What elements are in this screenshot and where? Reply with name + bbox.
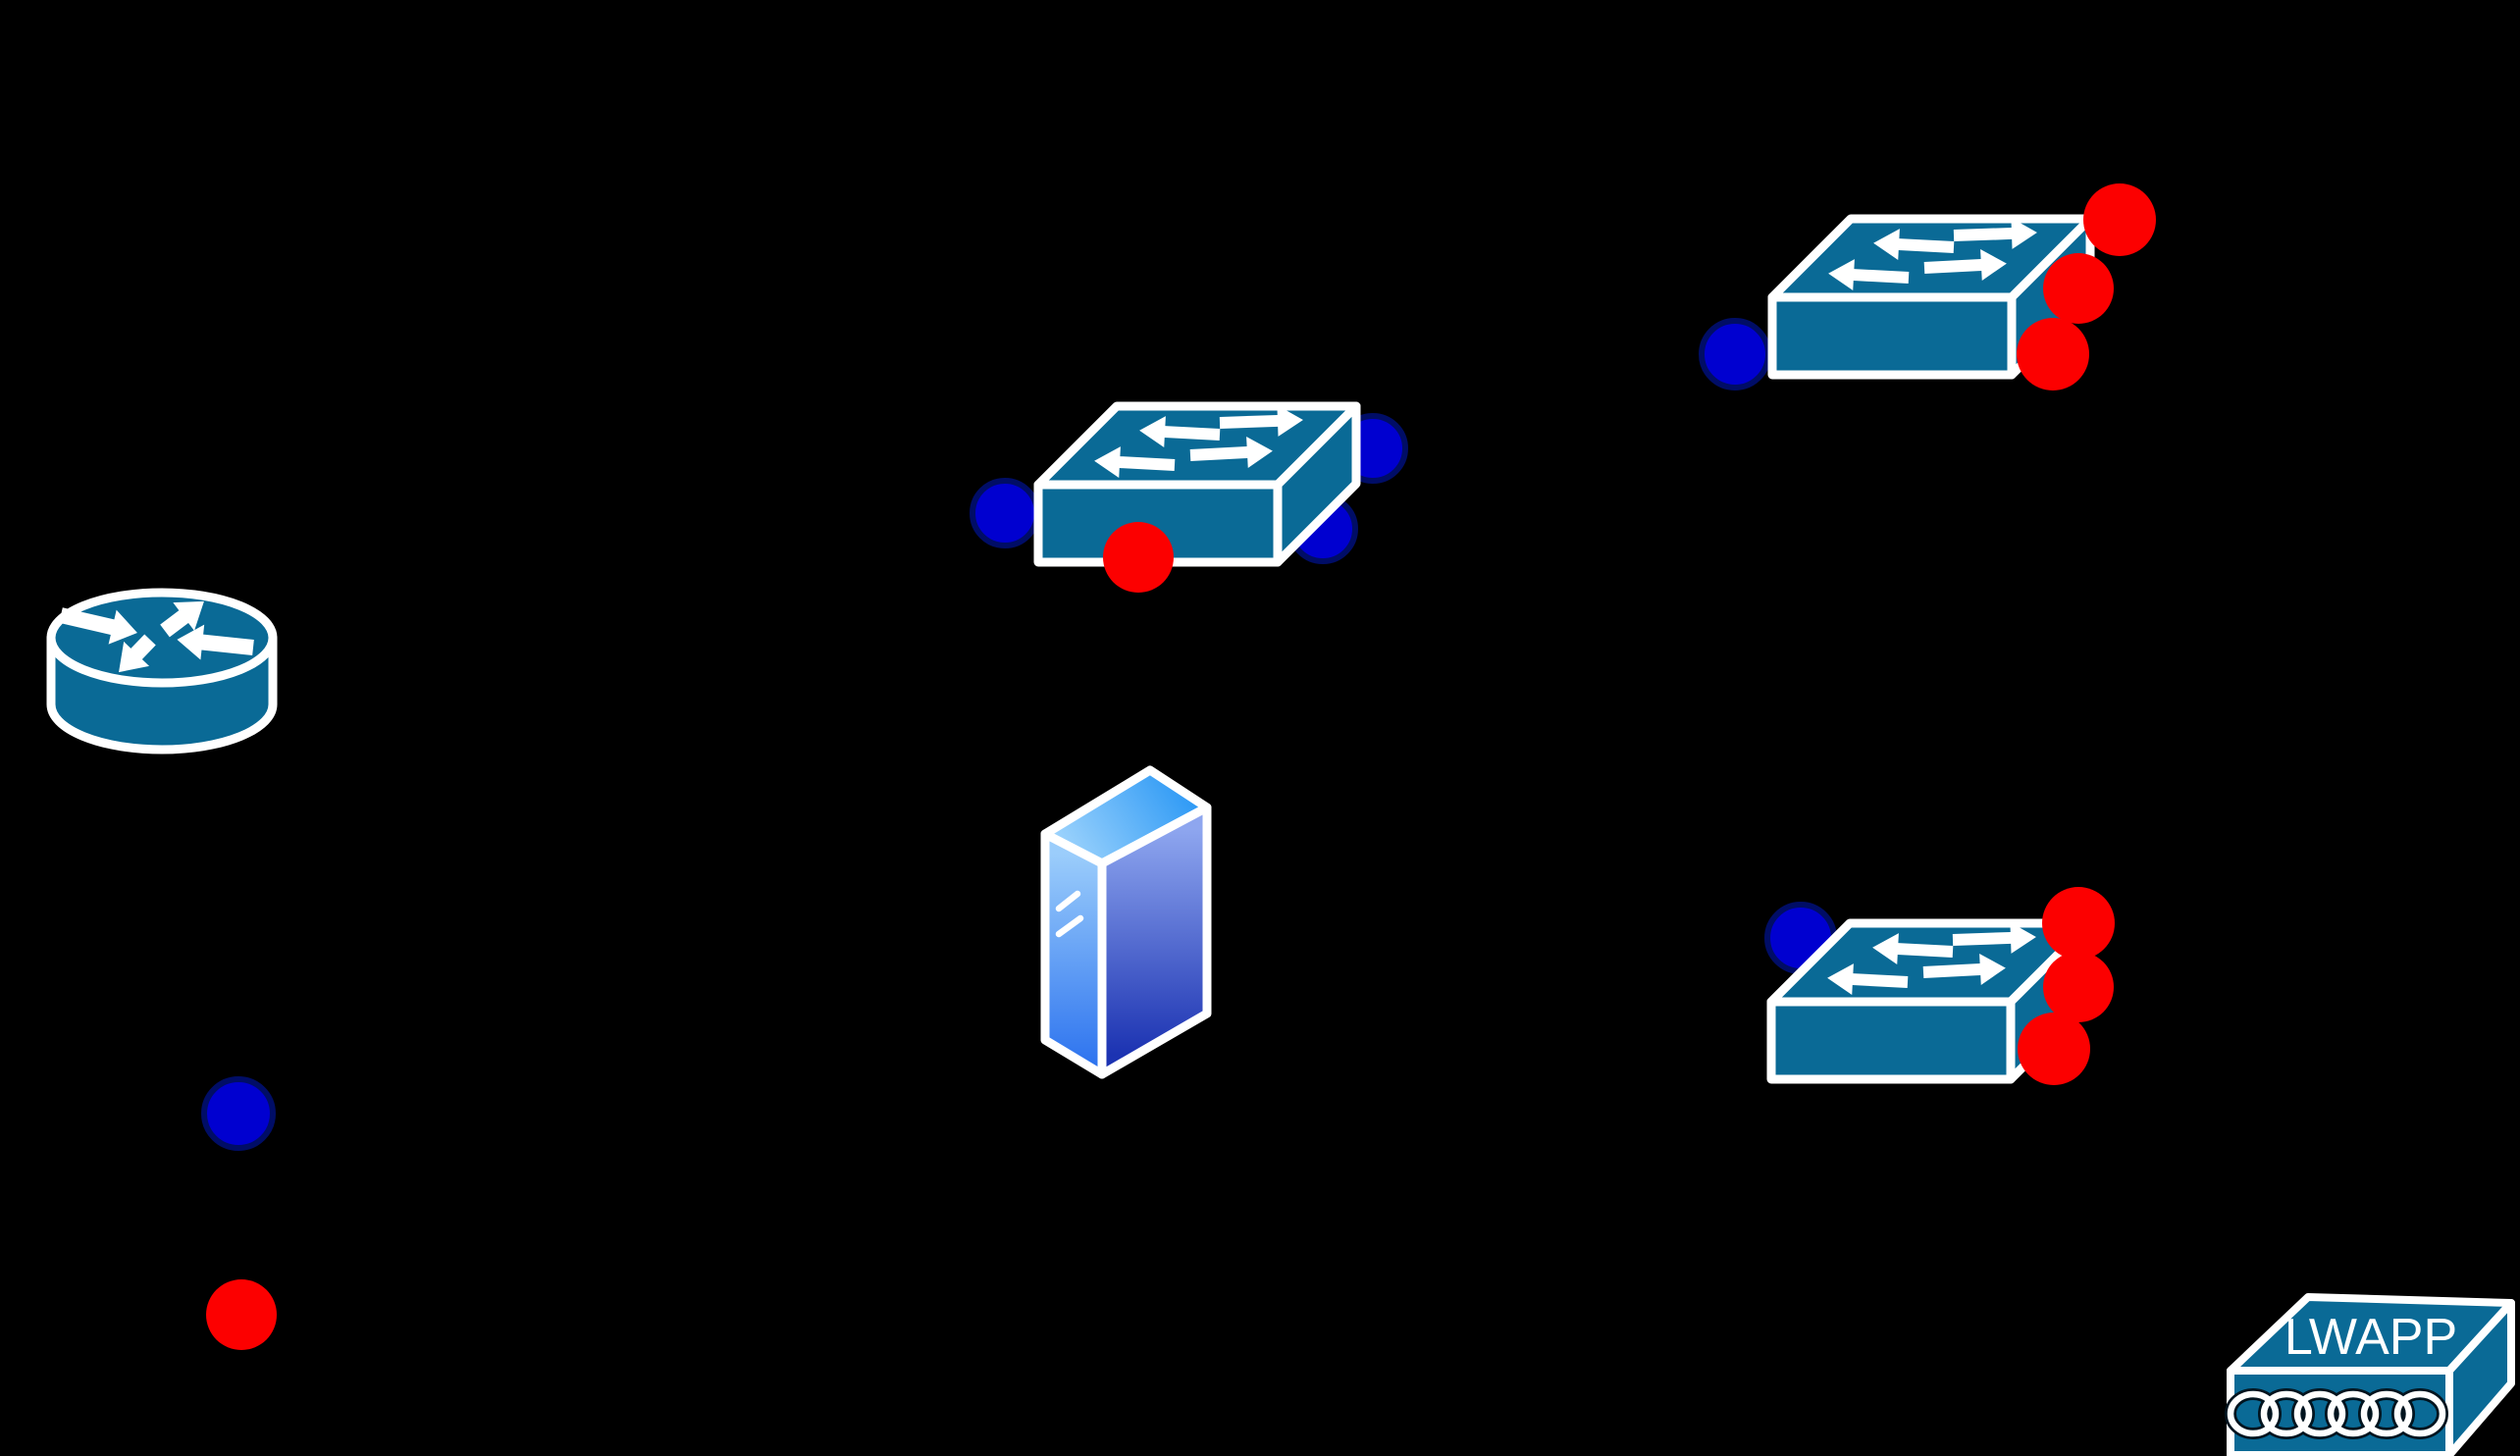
blue-port-dot xyxy=(1699,318,1771,390)
red-port-dot xyxy=(2043,253,2114,324)
blue-port-dots xyxy=(201,318,1837,1151)
red-port-dot xyxy=(2042,887,2115,960)
router-arrows-icon xyxy=(59,600,254,673)
router-icon xyxy=(46,588,278,754)
legend-blue-dot xyxy=(201,1076,276,1151)
red-port-dot xyxy=(2083,183,2156,256)
red-port-dots xyxy=(206,183,2156,1350)
server-vent-marks xyxy=(1055,890,1084,938)
server-icon xyxy=(1040,765,1212,1079)
lwapp-label: LWAPP xyxy=(2284,1309,2457,1366)
legend-red-dot xyxy=(206,1279,277,1350)
red-port-dot xyxy=(2043,952,2114,1022)
blue-port-dot xyxy=(970,478,1040,548)
red-port-dot xyxy=(1103,522,1174,593)
red-port-dot xyxy=(2018,1013,2090,1085)
lwapp-access-point-icon: LWAPP xyxy=(2225,1293,2515,1456)
lwapp-antenna-coil-icon xyxy=(2225,1388,2448,1439)
red-port-dot xyxy=(2017,318,2089,390)
